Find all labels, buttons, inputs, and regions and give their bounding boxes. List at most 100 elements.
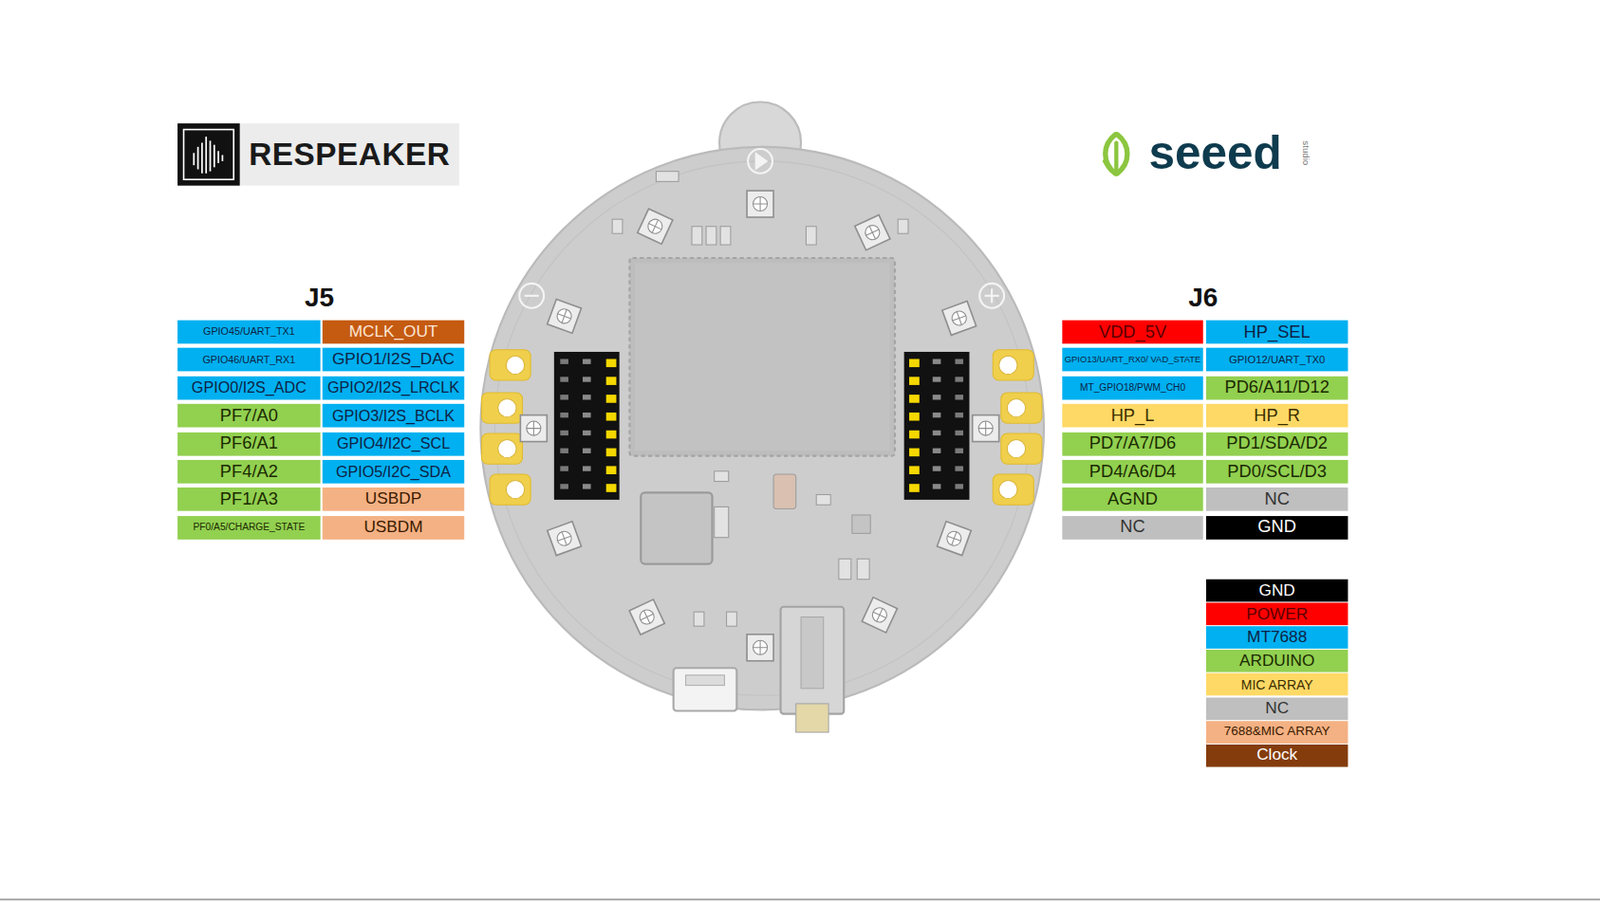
header-pin: [606, 376, 617, 386]
header-pin: [559, 483, 569, 489]
led-lens: [645, 217, 665, 237]
rgb-led: [942, 301, 977, 336]
pin-cell: GPIO45/UART_TX1: [177, 320, 321, 345]
pin-name: MCLK_OUT: [349, 323, 439, 341]
led-mark: [862, 223, 882, 242]
header-pin: [606, 483, 617, 493]
header-pin: [559, 394, 569, 400]
header-pin: [582, 376, 592, 382]
legend-text: POWER: [1246, 605, 1308, 623]
led-lens: [753, 197, 768, 212]
pin-cell: GPIO12/UART_TX0: [1206, 348, 1348, 373]
pin-name: USBDM: [363, 519, 423, 537]
pin-cell: PD1/SDA/D2: [1206, 431, 1348, 456]
silkscreen-icons: [519, 283, 544, 309]
pin-name: VDD_5V: [1098, 322, 1167, 341]
header-pin: [606, 412, 617, 422]
pin-cell: GPIO13/UART_RX0/ VAD_STATE: [1061, 348, 1203, 373]
header-pin: [932, 430, 942, 436]
pin-header: [554, 352, 970, 501]
legend-text: MT7688: [1246, 629, 1307, 647]
pin-cell: AGND: [1061, 487, 1203, 512]
seeed-logo: [1103, 161, 1117, 175]
pin-cell: GPIO1/I2S_DAC: [322, 348, 465, 373]
pin-cell: USBDM: [322, 516, 465, 540]
silkscreen-icons: [756, 153, 767, 168]
respeaker-logo: [240, 123, 460, 187]
header-pin: [582, 394, 592, 400]
respeaker-logo: [193, 136, 223, 174]
led-mark: [945, 529, 964, 548]
header-pin: [932, 358, 942, 364]
seeed-logo: [1114, 143, 1118, 172]
led-lens: [526, 421, 541, 436]
components: [655, 171, 679, 183]
legend-swatch: POWER: [1206, 603, 1348, 627]
pin-cell: PD4/A6/D4: [1061, 460, 1203, 484]
pin-name: GPIO12/UART_TX0: [1228, 354, 1325, 367]
led-body: [547, 521, 582, 557]
header-pin: [606, 394, 617, 404]
rgb-led: [936, 521, 971, 557]
respeaker-logo: [192, 152, 195, 166]
led-lens: [753, 640, 768, 655]
pin-name: GPIO45/UART_TX1: [203, 326, 296, 337]
brand-subtitle: studio: [1300, 134, 1313, 172]
pin-cell: GND: [1206, 516, 1348, 540]
silkscreen-icons: [990, 288, 993, 303]
pin-name: GPIO5/I2C_SDA: [335, 464, 451, 481]
led-body: [746, 634, 774, 662]
edge-pads: [482, 433, 523, 465]
pin-cell: GPIO46/UART_RX1: [177, 348, 321, 373]
audio-jack: [796, 704, 829, 733]
header-pin: [582, 358, 592, 364]
header-pin: [606, 430, 617, 440]
wifi-module: [629, 258, 895, 457]
pin-cell: PF4/A2: [177, 460, 321, 484]
rgb-led: [855, 215, 891, 251]
header-pin: [954, 412, 964, 418]
components: [856, 558, 870, 580]
legend-swatch: ARDUINO: [1206, 650, 1348, 673]
usb-connector: [673, 668, 738, 711]
header-pin: [909, 430, 920, 440]
led-mark: [753, 640, 768, 655]
header-pin: [932, 412, 942, 418]
legend-text: Clock: [1256, 746, 1298, 764]
header-pin: [909, 465, 920, 475]
legend-text: GND: [1259, 582, 1296, 600]
pad-holes: [498, 439, 517, 458]
header-pin: [559, 412, 569, 418]
seeed-logo: [1116, 134, 1127, 174]
led-body: [942, 301, 977, 336]
header-pin: [582, 430, 592, 436]
rgb-led: [520, 190, 999, 662]
led-lens: [637, 608, 657, 628]
rgb-led: [746, 190, 774, 218]
pin-cell: HP_SEL: [1206, 320, 1348, 345]
pin-cell: GPIO5/I2C_SDA: [322, 460, 465, 484]
pin-cell: NC: [1206, 487, 1348, 512]
pin-name: PD0/SCL/D3: [1227, 463, 1327, 482]
board-outline: [494, 161, 1029, 696]
header-pin: [954, 376, 964, 382]
pin-cell: PF7/A0: [177, 404, 321, 428]
respeaker-logo: [201, 143, 204, 174]
led-lens: [949, 309, 968, 328]
rgb-led: [629, 599, 665, 635]
header-pin: [606, 465, 617, 475]
pin-name: PF1/A3: [220, 490, 279, 509]
pin-cell: MCLK_OUT: [322, 320, 465, 345]
header-pin: [932, 465, 942, 471]
pin-name: GPIO4/I2C_SCL: [336, 435, 450, 452]
header-pin: [954, 358, 964, 364]
pin-name: PD7/A7/D6: [1089, 434, 1176, 453]
rgb-led: [861, 597, 897, 633]
components: [693, 612, 705, 627]
pin-name: USBDP: [365, 491, 422, 509]
led-lens: [978, 421, 993, 436]
led-mark: [870, 605, 890, 625]
header-pin: [559, 430, 569, 436]
wifi-module: [634, 262, 891, 451]
